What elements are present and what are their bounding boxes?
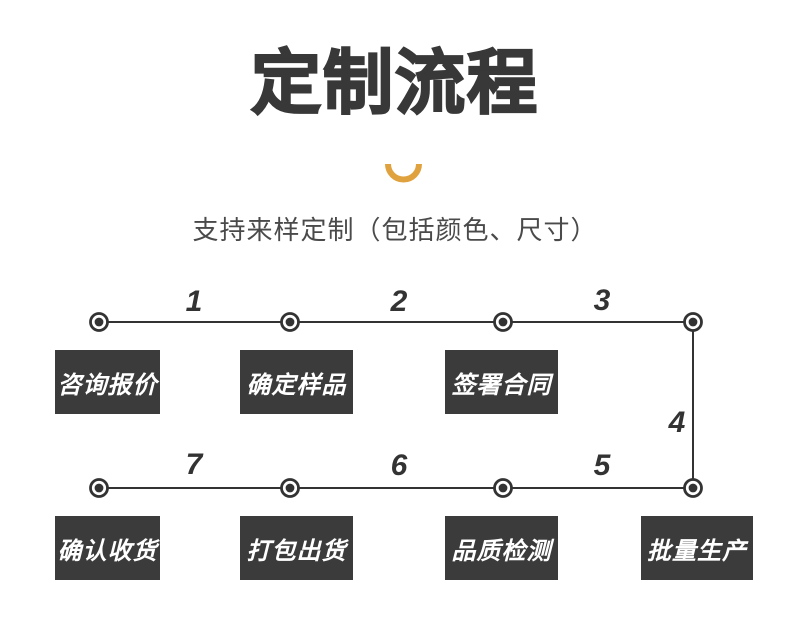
page-title: 定制流程 [250, 43, 539, 123]
timeline-node [89, 312, 109, 332]
timeline-node [683, 312, 703, 332]
step-box-quality: 品质检测 [445, 516, 558, 580]
step-box-contract: 签署合同 [445, 350, 558, 414]
step-box-production: 批量生产 [641, 516, 753, 580]
subtitle: 支持来样定制（包括颜色、尺寸） [192, 215, 598, 245]
segment-number-6: 6 [390, 449, 408, 482]
step-box-receipt: 确认收货 [55, 516, 160, 580]
step-box-packing: 打包出货 [240, 516, 353, 580]
segment-number-2: 2 [390, 285, 408, 318]
timeline-node [493, 312, 513, 332]
step-box-sample: 确定样品 [240, 350, 353, 414]
segment-number-1: 1 [185, 285, 203, 318]
timeline-node [280, 312, 300, 332]
timeline-node [493, 478, 513, 498]
timeline-node [89, 478, 109, 498]
timeline-node [683, 478, 703, 498]
segment-number-5: 5 [593, 449, 611, 482]
segment-number-4: 4 [668, 406, 686, 439]
timeline-node [280, 478, 300, 498]
step-box-inquiry: 咨询报价 [55, 350, 160, 414]
segment-number-7: 7 [185, 448, 203, 481]
segment-number-3: 3 [593, 284, 611, 317]
